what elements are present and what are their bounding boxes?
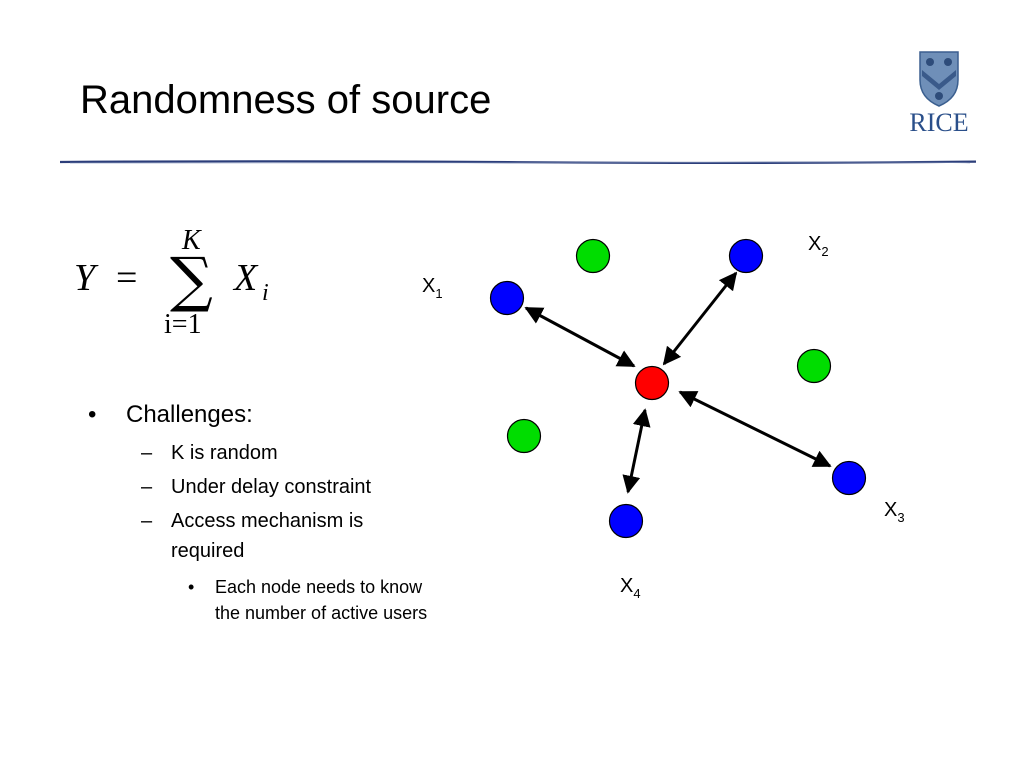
subbullet-text: Under delay constraint (171, 476, 372, 498)
idle-node (796, 348, 832, 384)
subsubbullet-text: Each node needs to know the number of ac… (215, 577, 428, 623)
label-x3: X3 (884, 499, 905, 525)
link-x1 (524, 306, 636, 368)
subbullet-k-random: – K is random (88, 438, 441, 468)
formula-lower-limit: i=1 (164, 309, 202, 340)
sum-formula: Y = K ∑ i=1 X i (74, 225, 269, 340)
bullet-challenges: • Challenges: (88, 398, 448, 432)
network-diagram: X1 X2 X3 X4 (422, 233, 905, 601)
link-x4 (622, 408, 651, 494)
label-x2: X2 (808, 233, 829, 259)
formula-term-sub: i (262, 280, 269, 306)
idle-node (506, 418, 542, 454)
label-x4: X4 (620, 575, 641, 601)
title-divider (60, 160, 976, 165)
center-node (634, 365, 670, 401)
label-x1: X1 (422, 275, 443, 301)
link-x3 (678, 390, 832, 468)
rice-logo: RICE (900, 50, 978, 142)
formula-term: X (232, 257, 259, 299)
active-node-x2 (728, 238, 764, 274)
active-node-x1 (489, 280, 525, 316)
logo-text: RICE (909, 108, 969, 137)
subbullet-text: K is random (171, 442, 278, 464)
subsubbullet-each-node: • Each node needs to know the number of … (88, 574, 433, 626)
idle-node (575, 238, 611, 274)
bullet-marker: • (88, 401, 97, 428)
bullet-text: Challenges: (126, 401, 253, 428)
dash-marker: – (141, 476, 153, 498)
bullet-marker: • (188, 577, 195, 597)
shield-icon (919, 51, 959, 107)
bullet-list: • Challenges: – K is random – Under dela… (88, 398, 448, 626)
formula-lhs: Y (74, 257, 99, 299)
slide-title: Randomness of source (80, 78, 492, 122)
subbullet-delay: – Under delay constraint (88, 472, 441, 502)
link-x2 (662, 271, 738, 366)
dash-marker: – (141, 510, 153, 532)
sum-symbol: ∑ (170, 245, 213, 315)
formula-upper-limit: K (181, 225, 202, 256)
subbullet-text: Access mechanism is required (171, 510, 364, 562)
dash-marker: – (141, 442, 153, 464)
formula-equals: = (116, 257, 137, 299)
active-node-x4 (608, 503, 644, 539)
subbullet-access: – Access mechanism is required (88, 506, 411, 566)
active-node-x3 (831, 460, 867, 496)
